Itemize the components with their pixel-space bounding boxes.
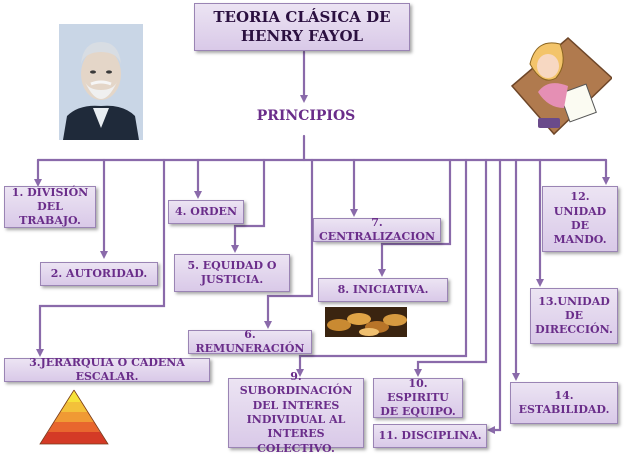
principle-8-box: 8. INICIATIVA. — [318, 278, 448, 302]
principle-13-box: 13.UNIDAD DE DIRECCIÓN. — [530, 288, 618, 344]
principle-14-box: 14. ESTABILIDAD. — [510, 382, 618, 424]
principios-label: PRINCIPIOS — [256, 108, 356, 124]
principle-7-box: 7. CENTRALIZACION — [313, 216, 441, 243]
principle-9-box: 9. SUBORDINACIÓN DEL INTERES INDIVIDUAL … — [228, 370, 364, 455]
principle-1-box: 1. DIVISIÓN DEL TRABAJO. — [4, 186, 96, 228]
principle-3-box: 3.JERARQUIA O CADENA ESCALAR. — [4, 356, 210, 383]
principle-5-box: 5. EQUIDAD O JUSTICIA. — [174, 254, 290, 292]
principle-2-box: 2. AUTORIDAD. — [40, 262, 158, 286]
principle-10-box: 10. ESPIRITU DE EQUIPO. — [373, 377, 463, 418]
principle-12-box: 12. UNIDAD DE MANDO. — [542, 186, 618, 252]
principle-4-box: 4. ORDEN — [168, 200, 244, 224]
principle-6-box: 6. REMUNERACIÓN — [188, 328, 312, 355]
boss-desk-cartoon — [508, 34, 612, 142]
hierarchy-pyramid-icon — [39, 389, 109, 445]
coins-image — [325, 307, 407, 337]
principle-11-box: 11. DISCIPLINA. — [373, 424, 487, 448]
diagram-title: TEORIA CLÁSICA DE HENRY FAYOL — [194, 3, 410, 51]
henry-fayol-portrait — [59, 24, 143, 140]
